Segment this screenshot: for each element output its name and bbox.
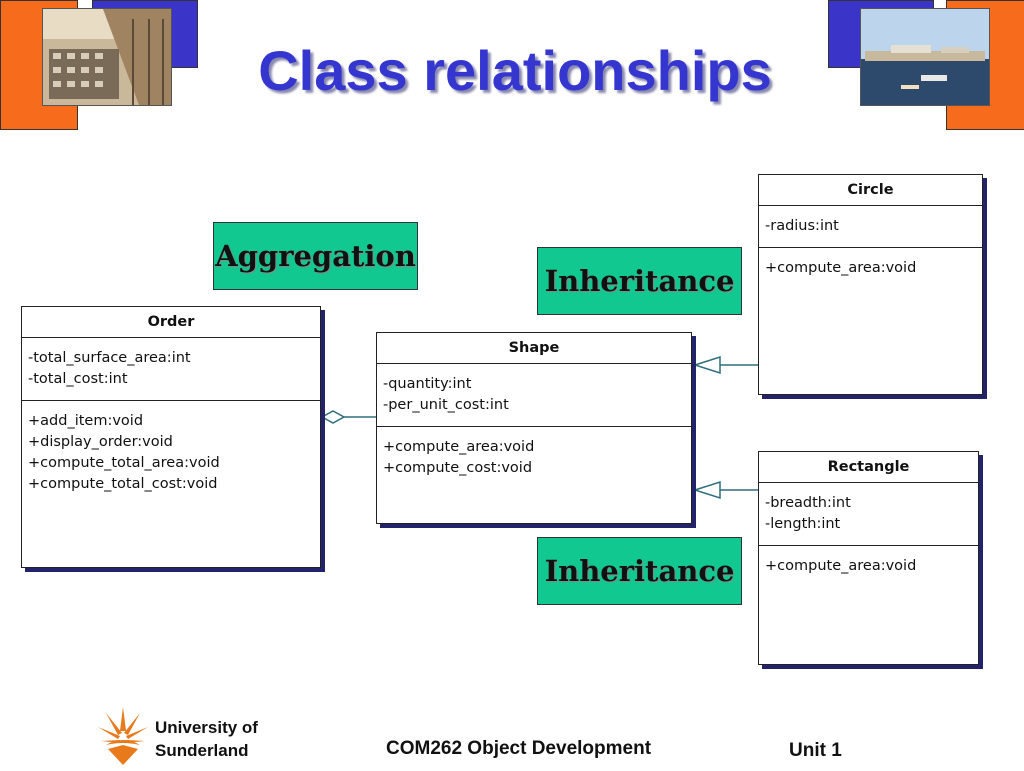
class-order: Order -total_surface_area:int -total_cos… xyxy=(21,306,321,568)
class-order-attributes: -total_surface_area:int -total_cost:int xyxy=(22,338,320,401)
class-order-operations: +add_item:void +display_order:void +comp… xyxy=(22,401,320,495)
class-circle-attributes: -radius:int xyxy=(759,206,982,248)
class-order-operation: +compute_total_cost:void xyxy=(28,476,218,492)
class-circle-attribute: -radius:int xyxy=(765,218,839,234)
class-order-operation: +add_item:void xyxy=(28,413,144,429)
class-shape-attribute: -quantity:int xyxy=(383,376,472,392)
class-rectangle-operations: +compute_area:void xyxy=(759,546,978,577)
university-name-line2: Sunderland xyxy=(155,741,249,760)
aggregation-diamond xyxy=(320,410,346,424)
class-order-name: Order xyxy=(22,307,320,338)
class-order-operation: +display_order:void xyxy=(28,434,173,450)
class-order-operation: +compute_total_area:void xyxy=(28,455,220,471)
class-shape-name: Shape xyxy=(377,333,691,364)
class-rectangle-attributes: -breadth:int -length:int xyxy=(759,483,978,546)
class-shape-attribute: -per_unit_cost:int xyxy=(383,397,509,413)
class-shape-operation: +compute_cost:void xyxy=(383,460,533,476)
class-rectangle-attribute: -breadth:int xyxy=(765,495,851,511)
class-shape-operations: +compute_area:void +compute_cost:void xyxy=(377,427,691,479)
inheritance-label-bottom: Inheritance xyxy=(537,537,742,605)
slide-title: Class relationships xyxy=(258,39,772,102)
class-circle: Circle -radius:int +compute_area:void xyxy=(758,174,983,395)
class-order-attribute: -total_surface_area:int xyxy=(28,350,191,366)
class-shape-operation: +compute_area:void xyxy=(383,439,535,455)
class-circle-name: Circle xyxy=(759,175,982,206)
class-shape-attributes: -quantity:int -per_unit_cost:int xyxy=(377,364,691,427)
inheritance-label-top: Inheritance xyxy=(537,247,742,315)
class-circle-operation: +compute_area:void xyxy=(765,260,917,276)
class-order-attribute: -total_cost:int xyxy=(28,371,128,387)
inheritance-arrow-circle xyxy=(692,355,721,375)
harbour-photo xyxy=(860,8,990,106)
class-rectangle: Rectangle -breadth:int -length:int +comp… xyxy=(758,451,979,665)
class-rectangle-attribute: -length:int xyxy=(765,516,841,532)
unit-label: Unit 1 xyxy=(789,740,842,761)
class-rectangle-operation: +compute_area:void xyxy=(765,558,917,574)
inheritance-arrow-rectangle xyxy=(692,480,721,500)
class-shape: Shape -quantity:int -per_unit_cost:int +… xyxy=(376,332,692,524)
class-rectangle-name: Rectangle xyxy=(759,452,978,483)
course-name: COM262 Object Development xyxy=(386,738,652,759)
class-circle-operations: +compute_area:void xyxy=(759,248,982,279)
aggregation-label: Aggregation xyxy=(213,222,418,290)
sunburst-logo-icon xyxy=(98,705,148,767)
university-name-line1: University of xyxy=(155,718,258,737)
office-photo xyxy=(42,8,172,106)
